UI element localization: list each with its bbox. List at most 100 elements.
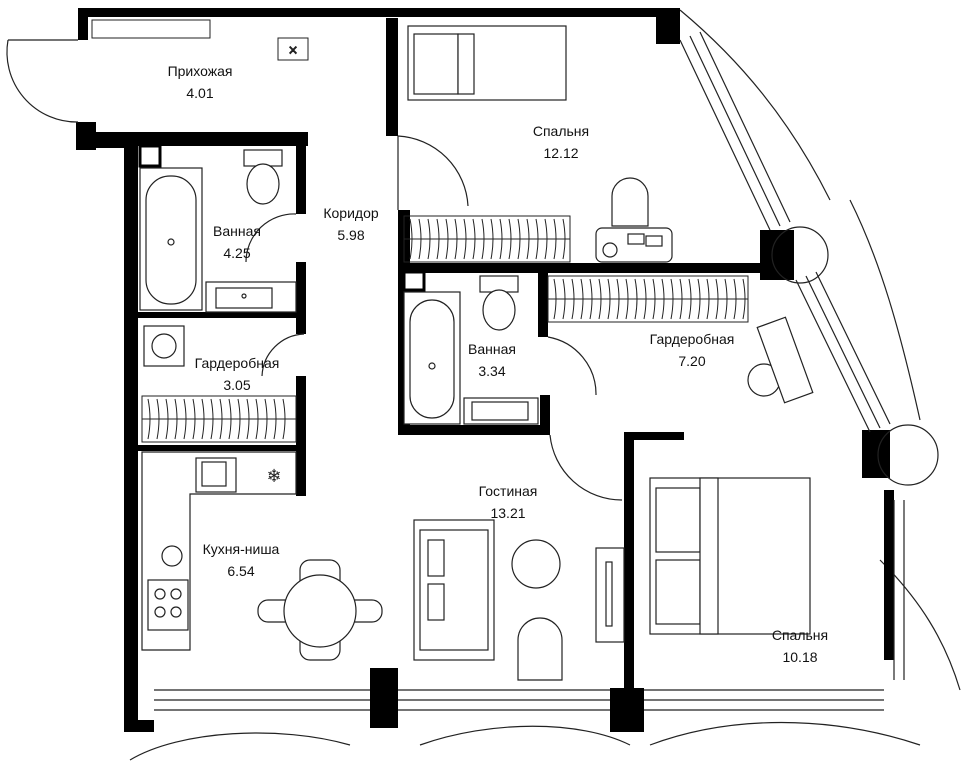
kitchen-counter xyxy=(141,451,297,651)
washing-machine-icon xyxy=(143,325,185,367)
walls xyxy=(76,8,894,732)
hanger-mark xyxy=(165,398,169,440)
hanger-mark xyxy=(553,218,557,260)
room-area: 12.12 xyxy=(543,145,579,161)
hanger-mark xyxy=(427,218,431,260)
svg-text:×: × xyxy=(288,43,298,57)
room-label-hall: Прихожая 4.01 xyxy=(168,60,233,104)
armchair-icon xyxy=(517,617,563,681)
hanger-mark xyxy=(472,218,476,260)
hanger-mark xyxy=(210,398,214,440)
hanger-mark xyxy=(661,278,665,320)
hanger-mark xyxy=(607,278,611,320)
hanger-mark xyxy=(273,398,277,440)
hanger-mark xyxy=(706,278,710,320)
room-name: Гостиная xyxy=(478,483,538,499)
hanger-mark xyxy=(409,218,413,260)
faucet-icon xyxy=(161,545,183,567)
hanger-mark xyxy=(625,278,629,320)
bathtub-icon xyxy=(403,291,461,425)
hanger-mark xyxy=(282,398,286,440)
svg-text:❄: ❄ xyxy=(266,466,281,487)
room-label-living: Гостиная 13.21 xyxy=(479,480,538,524)
hanger-mark xyxy=(652,278,656,320)
room-area: 13.21 xyxy=(490,505,526,521)
windows xyxy=(154,31,939,711)
room-name: Коридор xyxy=(323,205,379,221)
hanger-mark xyxy=(562,278,566,320)
room-name: Гардеробная xyxy=(194,355,280,371)
hall-shelf: × xyxy=(91,19,309,61)
sofa-icon xyxy=(413,519,495,661)
hanger-mark xyxy=(742,278,746,320)
hanger-mark xyxy=(616,278,620,320)
hanger-mark xyxy=(174,398,178,440)
hanger-mark xyxy=(192,398,196,440)
hanger-mark xyxy=(679,278,683,320)
room-area: 7.20 xyxy=(678,353,706,369)
room-name: Кухня-ниша xyxy=(202,541,280,557)
hanger-mark xyxy=(255,398,259,440)
hanger-mark xyxy=(643,278,647,320)
door-swing-icon xyxy=(6,39,623,501)
room-label-bath-1: Ванная 4.25 xyxy=(213,220,261,264)
desk-icon xyxy=(595,177,673,263)
room-label-kitchen: Кухня-ниша 6.54 xyxy=(203,538,280,582)
room-area: 5.98 xyxy=(337,227,365,243)
hanger-mark xyxy=(688,278,692,320)
fridge-snowflake-icon: ❄ xyxy=(266,466,281,487)
hanger-mark xyxy=(634,278,638,320)
hanger-mark xyxy=(445,218,449,260)
hanger-mark xyxy=(724,278,728,320)
hanger-mark xyxy=(697,278,701,320)
hanger-mark xyxy=(463,218,467,260)
hanger-mark xyxy=(246,398,250,440)
room-name: Спальня xyxy=(771,627,829,643)
hanger-mark xyxy=(598,278,602,320)
toilet-icon xyxy=(479,275,519,331)
room-label-bedroom-1: Спальня 12.12 xyxy=(533,120,589,164)
hanger-mark xyxy=(228,398,232,440)
coffee-table-icon xyxy=(511,539,561,589)
hanger-mark xyxy=(201,398,205,440)
toilet-icon xyxy=(243,149,283,205)
sink-icon xyxy=(205,281,297,313)
kitchen-sink-icon xyxy=(195,457,237,493)
room-name: Спальня xyxy=(532,123,590,139)
hanger-mark xyxy=(535,218,539,260)
stove-icon xyxy=(147,579,189,631)
room-area: 3.05 xyxy=(223,377,251,393)
room-name: Прихожая xyxy=(167,63,233,79)
room-area: 10.18 xyxy=(782,649,818,665)
hanger-mark xyxy=(490,218,494,260)
room-area: 3.34 xyxy=(478,363,506,379)
hanger-mark xyxy=(508,218,512,260)
room-label-corridor: Коридор 5.98 xyxy=(323,202,378,246)
hanger-mark xyxy=(670,278,674,320)
hanger-mark xyxy=(715,278,719,320)
room-area: 4.01 xyxy=(186,85,214,101)
tv-stand-icon xyxy=(595,547,625,643)
bed-icon xyxy=(649,477,811,635)
sink-icon xyxy=(463,397,539,425)
hanger-mark xyxy=(264,398,268,440)
room-name: Ванная xyxy=(468,341,516,357)
hanger-mark xyxy=(147,398,151,440)
room-label-wardrobe-2: Гардеробная 7.20 xyxy=(650,328,735,372)
room-label-wardrobe-1: Гардеробная 3.05 xyxy=(195,352,280,396)
hanger-mark xyxy=(499,218,503,260)
room-label-bath-2: Ванная 3.34 xyxy=(468,338,516,382)
hanger-mark xyxy=(454,218,458,260)
room-area: 4.25 xyxy=(223,245,251,261)
hanger-mark xyxy=(733,278,737,320)
hanger-mark xyxy=(219,398,223,440)
hanger-mark xyxy=(436,218,440,260)
hanger-mark xyxy=(544,218,548,260)
room-name: Гардеробная xyxy=(649,331,735,347)
hanger-mark xyxy=(526,218,530,260)
hanger-mark xyxy=(156,398,160,440)
hanger-mark xyxy=(481,218,485,260)
hanger-mark xyxy=(237,398,241,440)
hanger-mark xyxy=(589,278,593,320)
